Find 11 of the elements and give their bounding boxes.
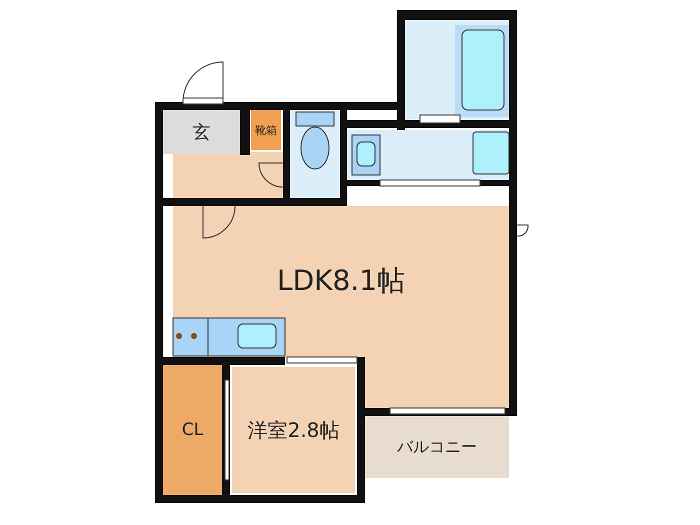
room-area (163, 110, 240, 154)
room-label: バルコニー (397, 436, 477, 458)
room-label: LDK8.1帖 (276, 263, 406, 299)
room-area (232, 367, 355, 493)
room-label: 玄 (192, 121, 210, 144)
room-area (365, 416, 509, 478)
room-label: CL (182, 420, 204, 440)
room-label: 靴箱 (255, 122, 277, 138)
room-label: 洋室2.8帖 (248, 416, 340, 444)
room-area (251, 110, 281, 150)
room-area (163, 365, 222, 495)
